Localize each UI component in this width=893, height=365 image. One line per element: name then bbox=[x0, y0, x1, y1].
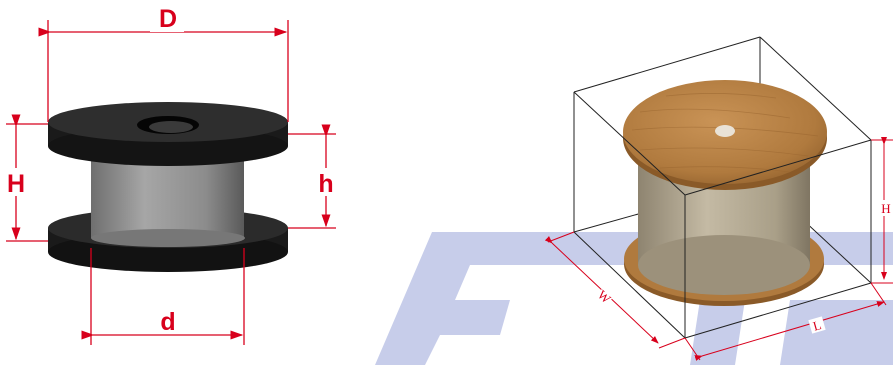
label-D: D bbox=[159, 5, 177, 33]
label-H: H bbox=[7, 170, 25, 198]
label-d: d bbox=[160, 308, 175, 336]
left-spool bbox=[48, 102, 288, 272]
right-spool bbox=[623, 80, 827, 306]
label-right-H: H bbox=[881, 201, 890, 216]
label-W: W bbox=[595, 287, 615, 307]
wood-center-hole bbox=[715, 125, 735, 137]
top-flange bbox=[48, 102, 288, 166]
right-dimension-labels: W L H bbox=[594, 200, 892, 334]
label-h: h bbox=[318, 170, 333, 198]
left-dimension-labels: D H h d bbox=[2, 4, 338, 336]
label-L: L bbox=[811, 317, 823, 334]
wood-top-flange bbox=[623, 80, 827, 190]
